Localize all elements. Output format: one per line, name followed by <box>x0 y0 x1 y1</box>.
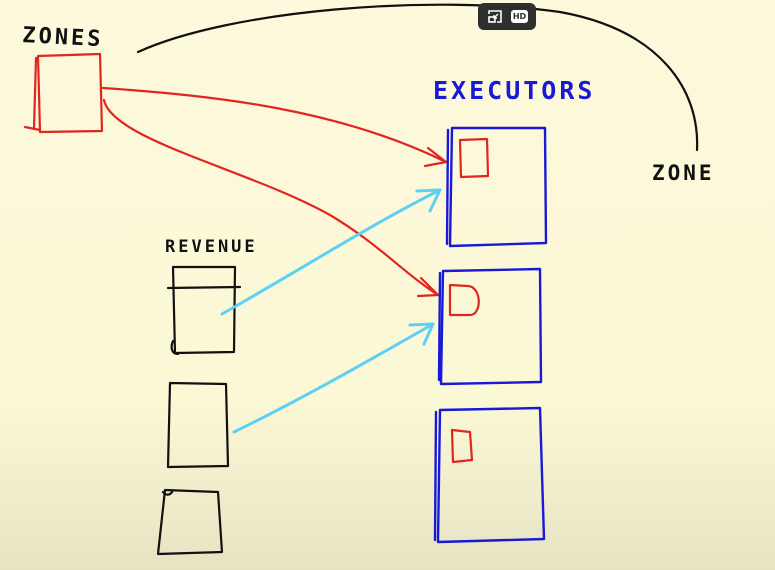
hd-icon: HD <box>511 10 528 23</box>
revenue-box-2 <box>166 381 230 469</box>
hd-button[interactable]: HD <box>509 7 531 27</box>
executor-box-3 <box>433 406 546 544</box>
executors-label: EXECUTORS <box>433 76 595 105</box>
executor-box-2 <box>437 267 543 386</box>
zone-partition-2 <box>448 283 480 317</box>
zone-label: ZONE <box>652 161 715 185</box>
zones-zone-connector <box>136 3 699 152</box>
zone-partition-1 <box>458 137 490 179</box>
zones-label: ZONES <box>22 23 104 52</box>
revenue-box-1 <box>166 265 242 356</box>
zones-arrow-to-executor-2 <box>102 98 440 297</box>
zones-arrow-head-2 <box>416 276 440 298</box>
revenue-arrow-head-1 <box>415 188 442 213</box>
revenue-arrow-to-executor-1 <box>220 188 442 316</box>
collapse-window-icon <box>487 9 502 23</box>
zones-arrow-to-executor-1 <box>101 86 448 164</box>
revenue-arrow-head-2 <box>408 322 435 346</box>
video-player-controls: HD <box>478 3 536 30</box>
zones-box <box>23 52 104 134</box>
revenue-label: REVENUE <box>165 237 258 257</box>
revenue-arrow-to-executor-2 <box>232 322 435 434</box>
executor-box-1 <box>445 126 548 248</box>
zones-arrow-head-1 <box>423 146 448 168</box>
zone-partition-3 <box>450 428 474 464</box>
revenue-box-3 <box>156 488 224 556</box>
collapse-window-button[interactable] <box>484 7 506 27</box>
